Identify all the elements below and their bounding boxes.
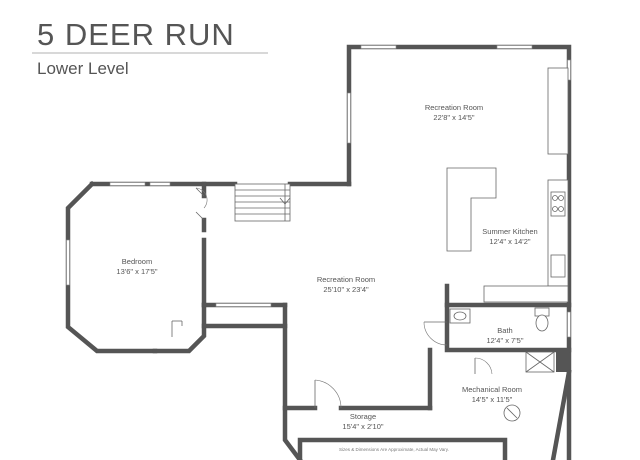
toilet-bowl (535, 314, 549, 332)
wall-storage-left (282, 302, 303, 460)
disclaimer: Sizes & Dimensions Are Approximate, Actu… (339, 447, 449, 452)
room-dim-storage: 15'4" x 2'10" (342, 422, 383, 431)
room-label-storage: Storage (350, 412, 376, 421)
room-label-rec-lower: Recreation Room (317, 275, 375, 284)
doors (171, 187, 493, 409)
room-label-bath: Bath (497, 326, 512, 335)
mech-fixtures (503, 350, 569, 422)
plan-subtitle: Lower Level (37, 59, 129, 78)
room-label-bedroom: Bedroom (122, 257, 152, 266)
window-rec-left (347, 92, 351, 144)
wall-mech-right (550, 369, 572, 460)
room-label-summer-kitchen: Summer Kitchen (482, 227, 537, 236)
room-label-mechanical: Mechanical Room (462, 385, 522, 394)
room-labels: Recreation Room 22'8" x 14'5" Summer Kit… (116, 103, 537, 431)
room-dim-rec-upper: 22'8" x 14'5" (433, 113, 474, 122)
window-bed-left (66, 239, 70, 286)
room-dim-rec-lower: 25'10" x 23'4" (323, 285, 369, 294)
wall-storage-bottom (297, 437, 508, 460)
stairs (234, 183, 291, 222)
room-dim-mechanical: 14'5" x 11'5" (472, 395, 513, 404)
stove (550, 191, 566, 217)
kitchen-counter-bottom (483, 285, 569, 303)
bath-fixtures (449, 307, 550, 332)
window-bed-top-2 (149, 182, 171, 186)
room-dim-summer-kitchen: 12'4" x 14'2" (489, 237, 530, 246)
kitchen-sink (550, 254, 566, 278)
stair-outline (234, 183, 291, 222)
kitchen-fixtures (446, 67, 569, 303)
bath-vanity (449, 308, 471, 324)
wall-bath-left (444, 283, 572, 353)
room-dim-bath: 12'4" x 7'5" (487, 336, 524, 345)
windows (66, 45, 571, 338)
window-rec-top-left (360, 45, 397, 49)
kitchen-counter-upper (547, 67, 569, 155)
wall-bedroom-exterior (65, 180, 158, 354)
room-label-rec-upper: Recreation Room (425, 103, 483, 112)
plan-title: 5 DEER RUN (37, 17, 235, 52)
chimney (556, 350, 569, 372)
room-dim-bedroom: 13'6" x 17'5" (116, 267, 157, 276)
kitchen-island (446, 167, 497, 252)
window-rec-top-right (496, 45, 533, 49)
window-closet (215, 303, 272, 307)
window-bed-top-1 (109, 182, 146, 186)
window-bath-right (567, 311, 571, 338)
wall-bedroom-corner (152, 302, 207, 354)
